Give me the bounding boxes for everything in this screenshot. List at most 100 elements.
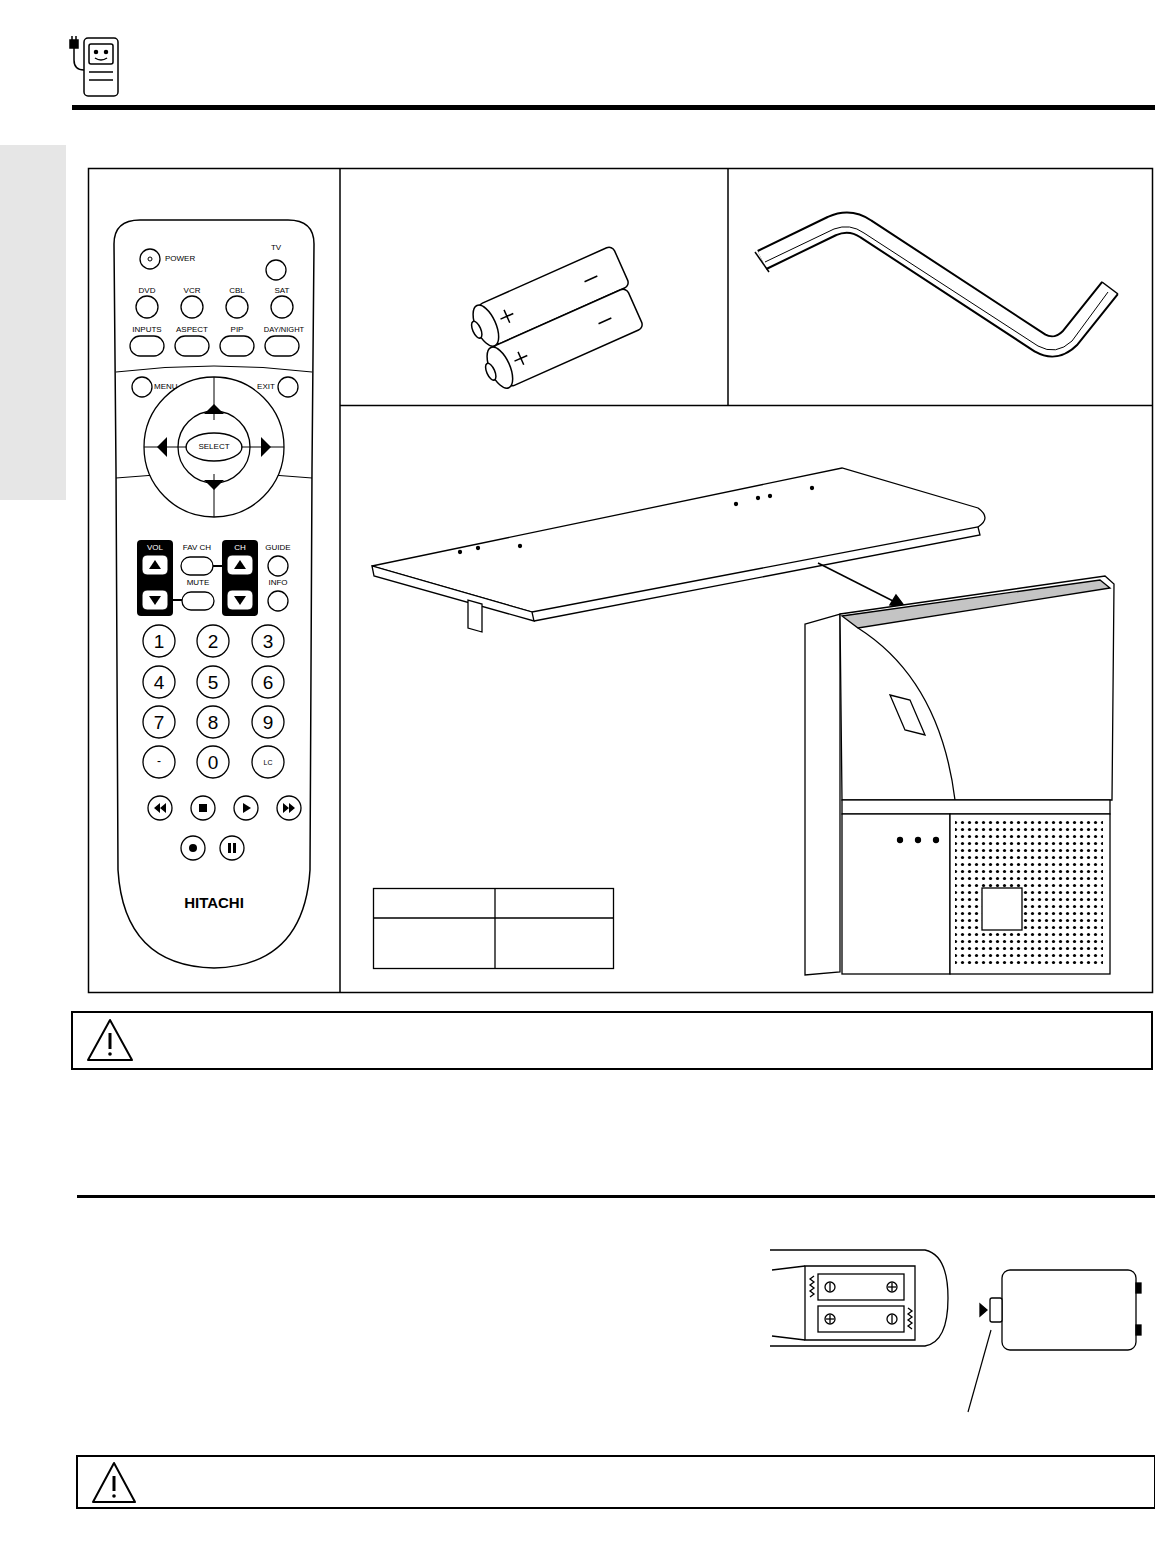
drawing-part	[204, 480, 224, 490]
drawing-part	[149, 596, 161, 605]
drawing-part	[916, 838, 921, 843]
drawing-part	[955, 820, 1103, 968]
drawing-part	[757, 497, 760, 500]
drawing-part	[182, 592, 214, 610]
drawing-part	[339, 168, 341, 992]
drawing-part	[890, 695, 925, 735]
drawing-part	[842, 800, 1110, 814]
drawing-part	[769, 495, 772, 498]
drawing-part	[71, 36, 73, 40]
button-label: VCR	[184, 287, 201, 295]
drawing-part	[72, 1012, 1152, 1069]
drawing-part	[105, 51, 108, 54]
drawing-part	[1136, 1325, 1141, 1335]
drawing-part	[825, 1282, 835, 1292]
button-label: INFO	[268, 579, 287, 587]
drawing-part	[191, 796, 215, 820]
drawing-part	[109, 1033, 112, 1049]
drawing-part	[283, 803, 295, 813]
button-label: 7	[154, 713, 165, 732]
drawing-part	[234, 596, 246, 605]
button-label: ASPECT	[176, 326, 208, 334]
drawing-part	[482, 343, 518, 391]
drawing-part	[234, 560, 246, 569]
button-label: 1	[154, 632, 165, 651]
drawing-part	[469, 320, 484, 340]
drawing-part	[1102, 282, 1118, 294]
drawing-part	[175, 336, 209, 356]
drawing-part	[84, 38, 118, 96]
drawing-part	[143, 746, 175, 778]
drawing-part	[95, 51, 98, 54]
drawing-part	[112, 1494, 116, 1498]
button-label: VOL	[147, 544, 163, 552]
battery-cover	[968, 1270, 1141, 1412]
drawing-part	[136, 296, 158, 318]
drawing-part	[982, 888, 1022, 930]
drawing-part	[829, 1315, 830, 1323]
drawing-part	[271, 296, 293, 318]
drawing-part	[898, 838, 903, 843]
contents-panel	[89, 168, 1153, 993]
drawing-part	[858, 628, 955, 800]
drawing-part	[148, 257, 152, 261]
drawing-part	[1136, 1283, 1141, 1293]
drawing-part	[829, 1283, 830, 1291]
warning-box	[72, 1012, 1152, 1069]
button-label: LC	[264, 759, 273, 766]
drawing-part	[908, 1308, 912, 1329]
drawing-part	[213, 565, 222, 567]
drawing-part	[144, 377, 284, 517]
remote-body	[114, 220, 314, 968]
drawing-part	[204, 404, 224, 414]
drawing-part	[762, 223, 1110, 347]
side-tab	[0, 145, 66, 500]
drawing-part	[181, 557, 213, 575]
button-label: 3	[263, 632, 274, 651]
drawing-part	[770, 1250, 948, 1346]
drawing-part	[189, 844, 197, 852]
drawing-part	[143, 666, 175, 698]
drawing-part	[459, 551, 462, 554]
button-label: SAT	[275, 287, 290, 295]
drawing-part	[818, 563, 895, 602]
drawing-part	[148, 796, 172, 820]
drawing-part	[512, 312, 615, 368]
drawing-part	[887, 1282, 897, 1292]
drawing-part	[77, 1456, 1155, 1508]
drawing-part	[197, 666, 229, 698]
button-label: INPUTS	[132, 326, 161, 334]
drawing-part	[140, 249, 160, 269]
button-label: EXIT	[257, 383, 275, 391]
drawing-part	[818, 1306, 904, 1332]
button-label: FAV CH	[183, 544, 211, 552]
drawing-part	[805, 1266, 915, 1340]
button-label: 5	[208, 673, 219, 692]
button-label: DAY/NIGHT	[264, 326, 304, 334]
header-icon	[70, 36, 118, 96]
drawing-part	[186, 433, 242, 461]
drawing-part	[197, 706, 229, 738]
drawing-part	[842, 580, 1110, 628]
drawing-part	[934, 838, 939, 843]
drawing-part	[234, 796, 258, 820]
drawing-part	[261, 437, 271, 457]
button-label: GUIDE	[265, 544, 290, 552]
television-cabinet	[805, 576, 1114, 975]
section-rule	[77, 1195, 1155, 1198]
drawing-part	[755, 252, 769, 272]
drawing-part	[818, 1274, 904, 1300]
drawing-part	[268, 591, 288, 611]
button-label: 6	[263, 673, 274, 692]
drawing-part	[842, 814, 950, 974]
button-label: 8	[208, 713, 219, 732]
drawing-part	[891, 1283, 892, 1291]
drawing-part	[197, 746, 229, 778]
drawing-part	[157, 437, 167, 457]
drawing-part	[772, 1266, 805, 1340]
drawing-part	[154, 803, 166, 813]
drawing-part	[735, 503, 738, 506]
drawing-part	[980, 1304, 987, 1316]
header-rule	[72, 105, 1155, 110]
